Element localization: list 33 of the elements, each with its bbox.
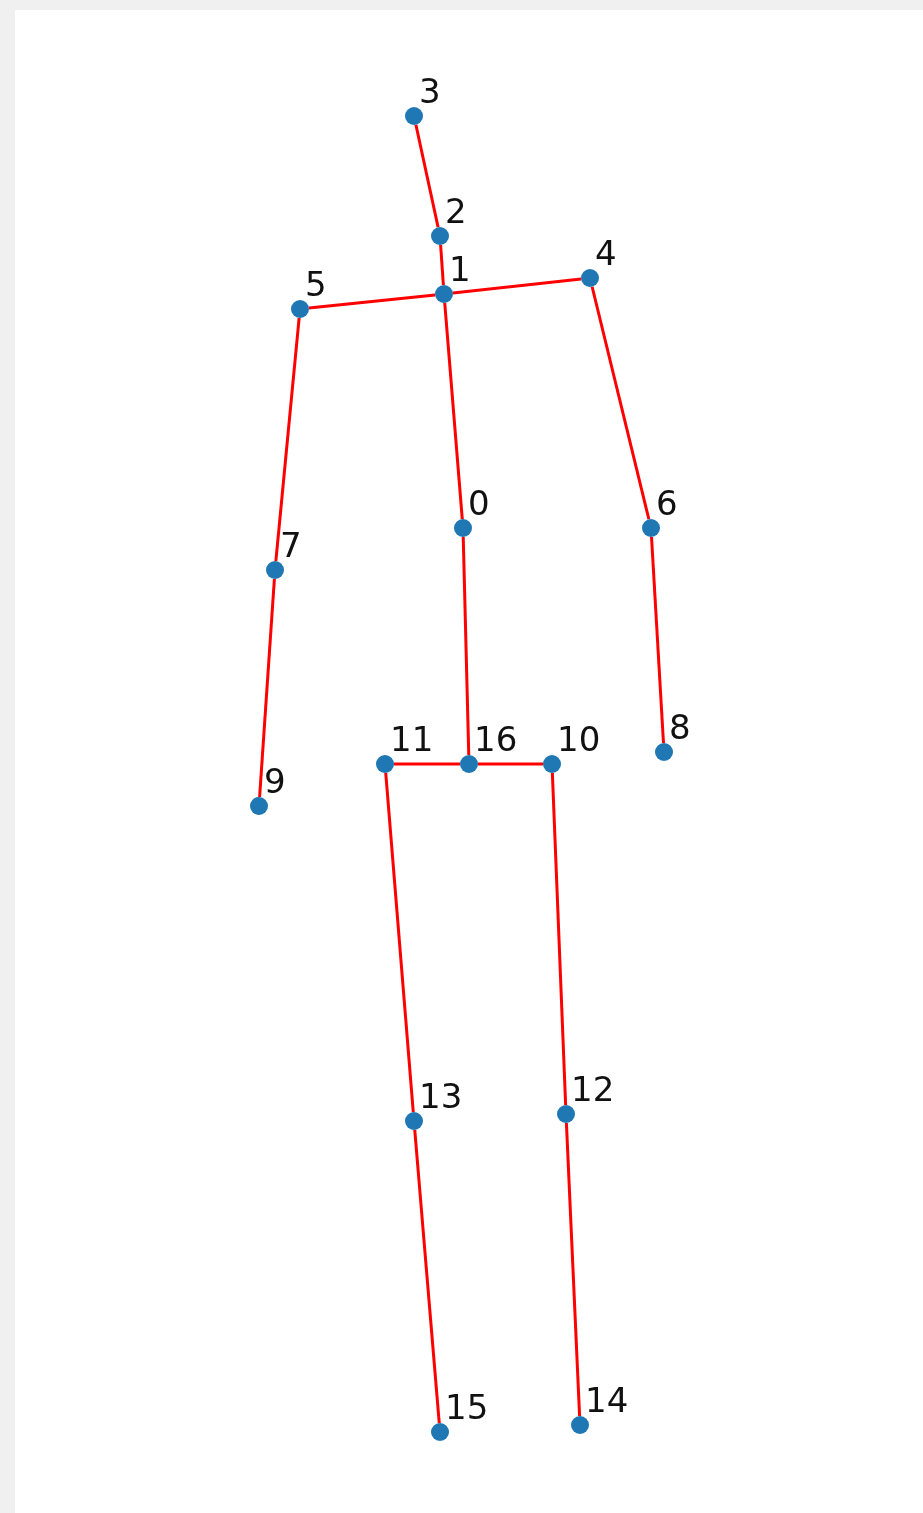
joint-number: 0: [468, 486, 490, 520]
bone-line: [394, 762, 460, 766]
bone-line: [258, 578, 276, 798]
bone-line: [590, 286, 651, 520]
bone-line: [478, 762, 543, 766]
bone-line: [550, 772, 568, 1106]
joint-number: 2: [445, 194, 467, 228]
joint-number: 4: [595, 236, 617, 270]
joint-number: 5: [305, 267, 327, 301]
joint-number: 11: [390, 722, 434, 756]
bone-line: [650, 536, 665, 744]
bone-line: [564, 1122, 582, 1417]
joint-number: 15: [445, 1390, 489, 1424]
joint-number: 14: [585, 1383, 629, 1417]
bone-line: [452, 277, 582, 295]
bone-line: [443, 302, 464, 520]
joint-number: 7: [280, 528, 302, 562]
joint-number: 8: [669, 710, 691, 744]
bone-line: [439, 244, 445, 286]
joint-number: 3: [419, 74, 441, 108]
bone-line: [384, 772, 415, 1113]
bone-line: [274, 317, 301, 562]
bone-line: [308, 293, 436, 310]
joint-number: 1: [449, 252, 471, 286]
bone-line: [461, 536, 471, 756]
joint-number: 10: [557, 722, 601, 756]
joint-number: 13: [419, 1079, 463, 1113]
joint-number: 6: [656, 486, 678, 520]
bone-line: [413, 1129, 441, 1424]
joint-number: 16: [474, 722, 518, 756]
joint-number: 12: [571, 1072, 615, 1106]
bone-line: [414, 124, 440, 228]
joint-number: 9: [264, 764, 286, 798]
